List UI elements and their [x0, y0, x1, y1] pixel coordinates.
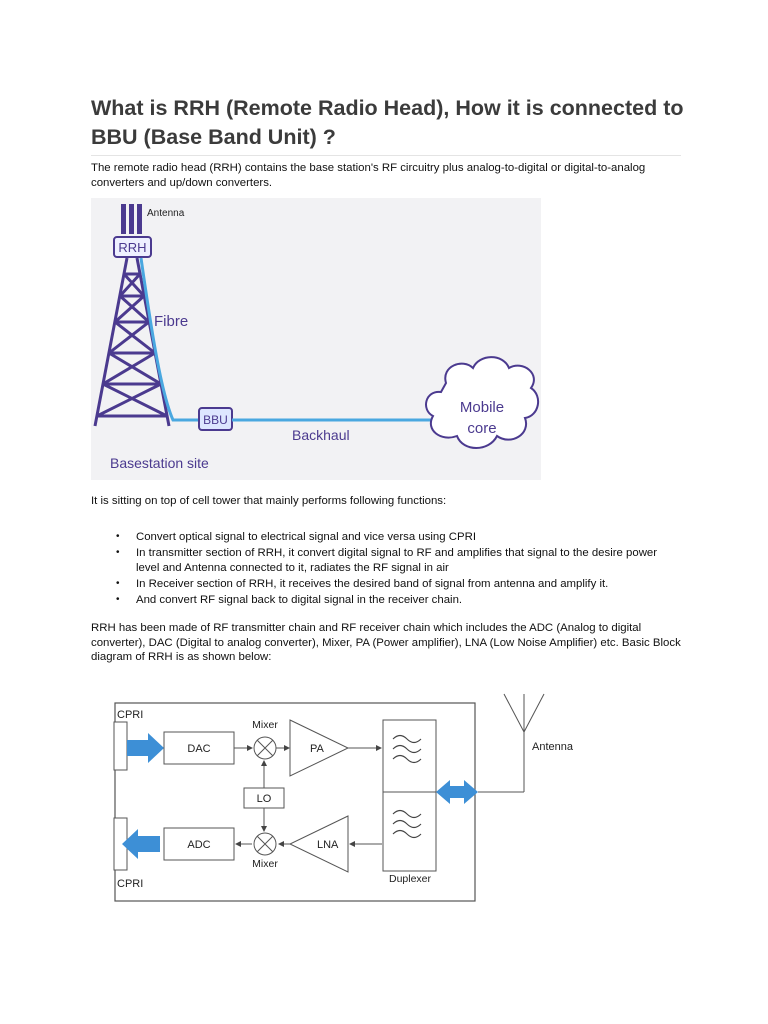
bullet-marker: •	[116, 531, 120, 542]
rrh-block-diagram: CPRI CPRI DAC ADC Mixer Mixer LO PA LNA …	[113, 693, 574, 902]
block-intro: RRH has been made of RF transmitter chai…	[91, 622, 681, 663]
duplexer-antenna-arrow	[436, 780, 478, 804]
bullet-marker: •	[116, 593, 120, 605]
page-title: What is RRH (Remote Radio Head), How it …	[91, 96, 684, 149]
list-item: • In Receiver section of RRH, it receives…	[91, 577, 681, 592]
cpri-connector-top	[113, 721, 128, 771]
site-label: Basestation site	[110, 455, 209, 471]
title-divider	[91, 155, 681, 156]
cpri-in-arrow	[127, 733, 164, 763]
backhaul-label: Backhaul	[292, 427, 350, 443]
adc-label: ADC	[187, 839, 210, 851]
lna-block	[288, 815, 349, 873]
cpri-top-label: CPRI	[117, 709, 143, 721]
pa-block	[289, 719, 350, 777]
antenna-label: Antenna	[147, 208, 185, 219]
mixer-bottom-label: Mixer	[252, 858, 278, 870]
intro-paragraph: The remote radio head (RRH) contains the…	[91, 162, 646, 189]
duplexer-block	[382, 719, 437, 872]
filter-top-icon	[392, 734, 422, 764]
lo-label: LO	[257, 793, 272, 805]
list-item: • In transmitter section of RRH, it conve…	[91, 546, 681, 575]
duplexer-label: Duplexer	[389, 873, 432, 885]
cpri-bottom-label: CPRI	[117, 878, 143, 890]
list-item-text: And convert RF signal back to digital si…	[136, 593, 463, 606]
bullet-marker: •	[116, 577, 120, 589]
tower-icon	[93, 257, 171, 427]
rrh-enclosure	[114, 702, 476, 902]
mobile-label: Mobile	[460, 399, 504, 416]
bbu-label: BBU	[203, 413, 228, 427]
functions-list: • Convert optical signal to electrical si…	[91, 530, 681, 609]
antenna-label-2: Antenna	[532, 741, 574, 753]
functions-intro: It is sitting on top of cell tower that …	[91, 495, 447, 507]
list-item-text: In Receiver section of RRH, it receives …	[136, 577, 609, 590]
list-item-text: Convert optical signal to electrical sig…	[136, 531, 476, 543]
fibre-line	[139, 257, 199, 422]
rrh-label: RRH	[118, 240, 146, 255]
lna-label: LNA	[317, 839, 339, 851]
mixer-top-label: Mixer	[252, 719, 278, 731]
adc-block	[163, 827, 235, 861]
fibre-label: Fibre	[154, 313, 188, 330]
filter-bottom-icon	[392, 809, 422, 839]
dac-block	[163, 731, 235, 765]
bullet-marker: •	[116, 547, 120, 559]
rrh-network-figure: Antenna RRH Fibre BBU Backhaul Mobile co…	[91, 198, 541, 480]
cpri-out-arrow	[122, 829, 160, 859]
antenna-icon	[121, 204, 142, 234]
list-item: • Convert optical signal to electrical si…	[91, 530, 681, 545]
rrh-box	[113, 236, 152, 258]
dac-label: DAC	[187, 743, 210, 755]
pa-label: PA	[310, 743, 325, 755]
list-item-text: In transmitter section of RRH, it conver…	[136, 547, 658, 574]
core-label: core	[467, 420, 496, 437]
mobile-core-cloud	[425, 356, 540, 449]
list-item: • And convert RF signal back to digital s…	[91, 593, 681, 608]
